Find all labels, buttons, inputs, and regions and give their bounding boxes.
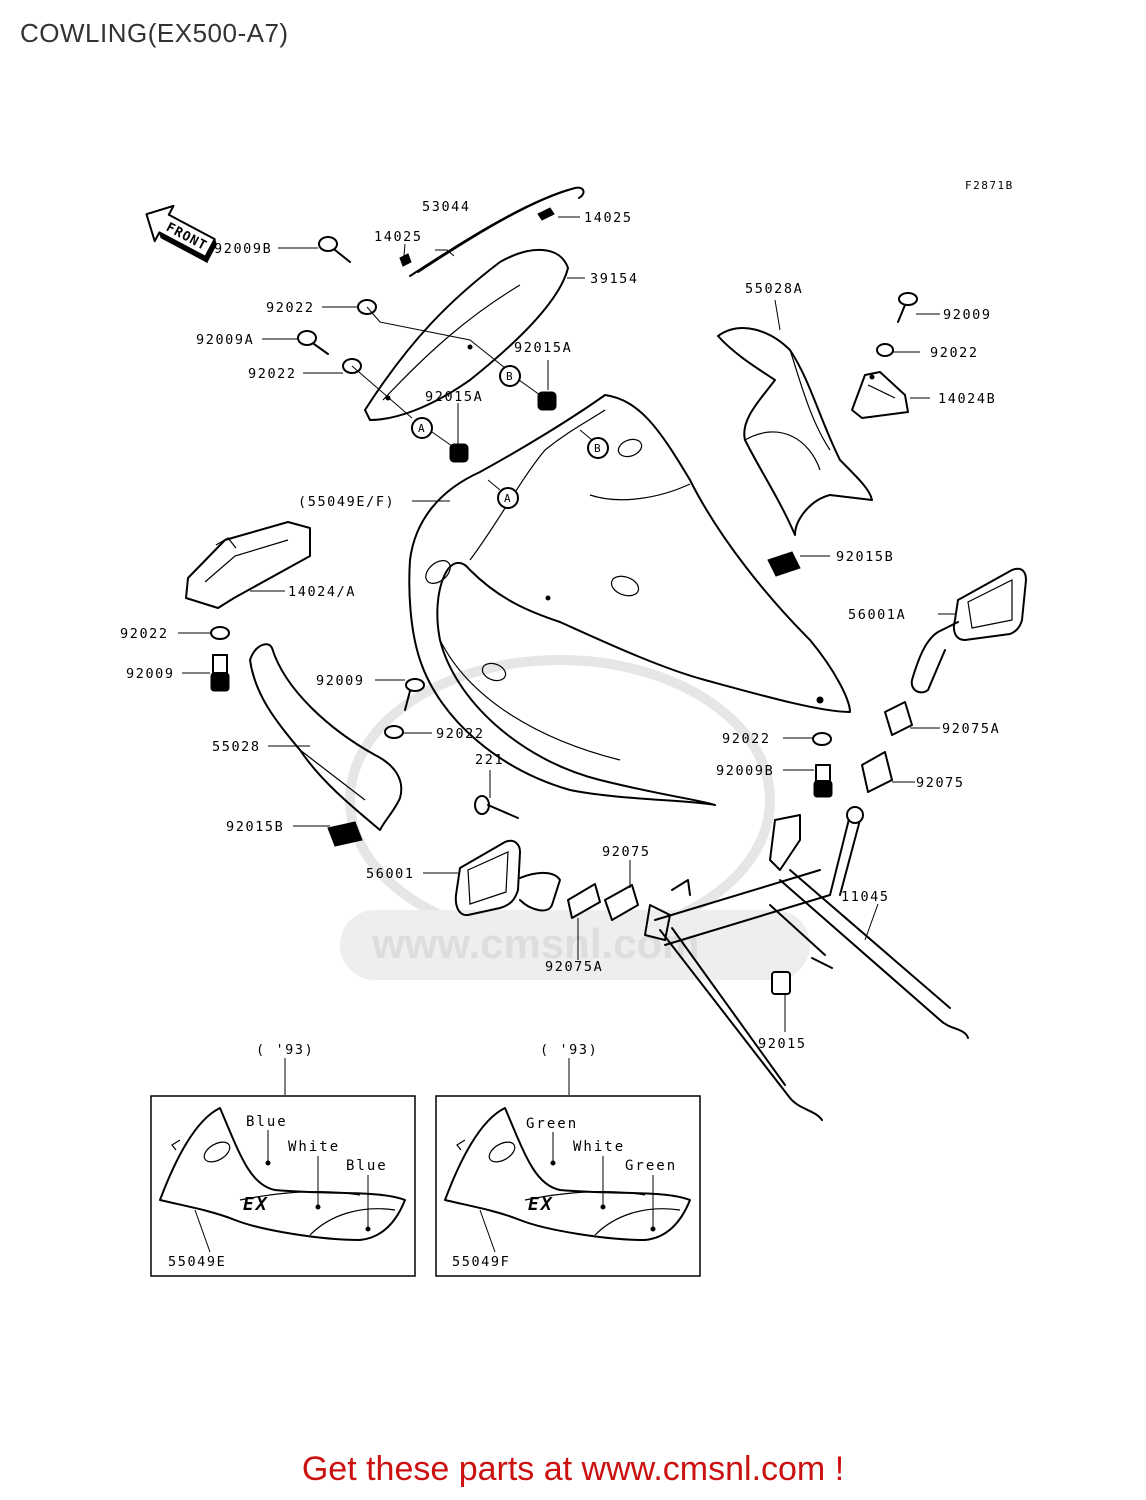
- inset-right-color2: White: [573, 1139, 625, 1155]
- label-92015: 92015: [758, 1036, 807, 1052]
- nut-92015A-top-icon: [537, 391, 557, 411]
- label-221: 221: [475, 752, 504, 768]
- label-92075A-mid: 92075A: [545, 959, 603, 975]
- label-56001A: 56001A: [848, 607, 906, 623]
- washer-92022-lower-icon: [812, 732, 832, 746]
- label-92022-right: 92022: [930, 345, 979, 361]
- leader-lines: [178, 216, 955, 1095]
- windshield-seal-53044: [399, 186, 585, 277]
- label-14024B: 14024B: [938, 391, 996, 407]
- label-55028A: 55028A: [745, 281, 803, 297]
- footer-link[interactable]: Get these parts at www.cmsnl.com !: [301, 1450, 845, 1488]
- label-92022-mid: 92022: [436, 726, 485, 742]
- label-92015B-left: 92015B: [226, 819, 284, 835]
- inset-left-logo: EX: [243, 1194, 269, 1215]
- mirror-56001A: [910, 567, 1027, 694]
- inset-left-55049E: ( '93) EX Blue White Blue 55049E: [150, 1042, 416, 1277]
- grommet-92075A-right-icon: [884, 701, 913, 736]
- label-53044: 53044: [422, 199, 471, 215]
- inset-right-logo: EX: [528, 1194, 554, 1215]
- inset-right-color3: Green: [625, 1158, 677, 1174]
- inset-right-part: 55049F: [452, 1254, 510, 1270]
- grommet-92075-right-icon: [861, 751, 893, 793]
- screw-92009-right-icon: [897, 292, 918, 323]
- label-92009-left: 92009: [126, 666, 175, 682]
- bolt-92009-left-icon: [210, 654, 230, 692]
- ref-b-2: B: [594, 442, 602, 455]
- label-56001: 56001: [366, 866, 415, 882]
- inset-left-year: ( '93): [256, 1042, 314, 1058]
- bolt-92009B-lower-icon: [813, 764, 833, 798]
- bracket-14024A: [185, 521, 311, 609]
- label-14025-b: 14025: [584, 210, 633, 226]
- label-55049EF: (55049E/F): [298, 494, 395, 510]
- figure-ref: F2871B: [965, 179, 1014, 192]
- label-92015A-mid: 92015A: [425, 389, 483, 405]
- bolt-92009A-icon: [297, 330, 329, 355]
- label-92075-mid: 92075: [602, 844, 651, 860]
- inset-left-color3: Blue: [346, 1158, 388, 1174]
- label-39154: 39154: [590, 271, 639, 287]
- ref-a-2: A: [504, 492, 512, 505]
- fasteners: [210, 236, 918, 995]
- label-92075-right: 92075: [916, 775, 965, 791]
- front-arrow-icon: FRONT: [145, 204, 217, 264]
- ref-b-1: B: [506, 370, 514, 383]
- stay-11045: [644, 806, 969, 1121]
- plate-92075-mid-icon: [604, 884, 639, 921]
- label-92015B-right: 92015B: [836, 549, 894, 565]
- reference-markers: A B B A: [351, 306, 609, 509]
- inset-right-55049F: ( '93) EX Green White Green 55049F: [435, 1042, 701, 1277]
- inner-cover-55028A: [717, 327, 873, 536]
- label-14024A: 14024/A: [288, 584, 356, 600]
- washer-92022-mid-icon: [384, 725, 404, 739]
- inset-left-color2: White: [288, 1139, 340, 1155]
- nut-92015A-mid-icon: [449, 443, 469, 463]
- bolt-92015-icon: [771, 957, 833, 995]
- bracket-14024B: [851, 371, 909, 419]
- label-92022-a: 92022: [266, 300, 315, 316]
- inset-left-part: 55049E: [168, 1254, 226, 1270]
- screw-92009-mid-icon: [404, 678, 425, 711]
- inner-cover-55028: [249, 643, 403, 847]
- inset-left-color1: Blue: [246, 1114, 288, 1130]
- bolt-92009B-top-icon: [318, 236, 351, 263]
- washer-92022-right-icon: [876, 343, 894, 357]
- label-55028: 55028: [212, 739, 261, 755]
- page-title: COWLING(EX500-A7): [20, 18, 289, 48]
- washer-92022-left-icon: [210, 626, 230, 640]
- clip-92015B-right-icon: [767, 551, 801, 577]
- label-14025-a: 14025: [374, 229, 423, 245]
- watermark: www.cmsnl.com: [340, 655, 810, 980]
- label-92009-mid: 92009: [316, 673, 365, 689]
- mirror-56001: [454, 839, 561, 917]
- screw-221-icon: [474, 795, 519, 819]
- parts-diagram: www.cmsnl.com F2871B FRONT: [120, 179, 1027, 1277]
- label-92009B-lower: 92009B: [716, 763, 774, 779]
- label-92022-lower: 92022: [722, 731, 771, 747]
- inset-right-year: ( '93): [540, 1042, 598, 1058]
- ref-a-1: A: [418, 422, 426, 435]
- plate-92075A-mid-icon: [567, 883, 601, 919]
- part-labels: 53044 14025 14025 92009B 39154 92022 920…: [120, 199, 1000, 1052]
- label-92015A-top: 92015A: [514, 340, 572, 356]
- label-92022-b: 92022: [248, 366, 297, 382]
- label-11045: 11045: [841, 889, 890, 905]
- label-92022-left: 92022: [120, 626, 169, 642]
- windshield-39154: [364, 249, 569, 421]
- upper-cowling-55049: [408, 394, 851, 806]
- watermark-text: www.cmsnl.com: [371, 920, 700, 967]
- label-92075A-right: 92075A: [942, 721, 1000, 737]
- label-92009-right: 92009: [943, 307, 992, 323]
- label-92009B-top: 92009B: [214, 241, 272, 257]
- label-92009A: 92009A: [196, 332, 254, 348]
- inset-right-color1: Green: [526, 1116, 578, 1132]
